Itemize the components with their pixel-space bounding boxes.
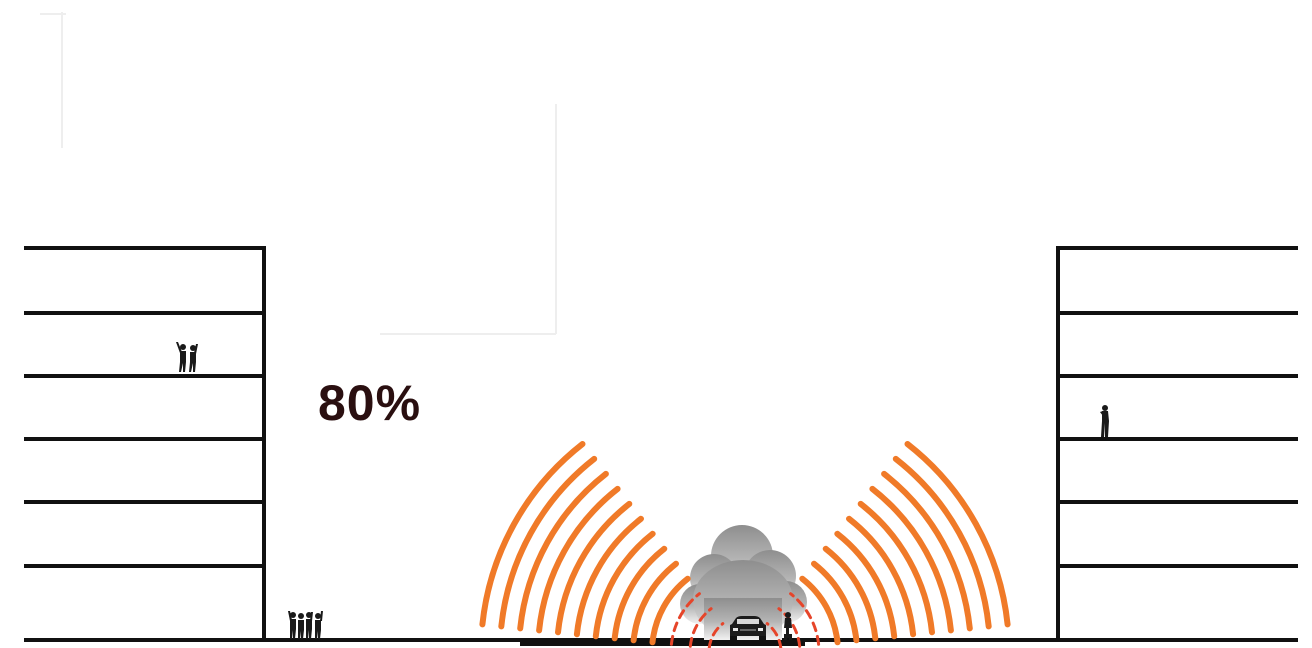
sound-wave-arc (517, 470, 609, 632)
ground-line (24, 638, 1298, 646)
sound-wave-arc (649, 575, 691, 646)
sound-wave-arc (869, 485, 954, 634)
sound-wave-arc (536, 485, 621, 634)
sound-waves-icon (765, 441, 1011, 648)
people-group-icon (288, 611, 323, 639)
sound-wave-arc (811, 560, 860, 644)
sound-wave-arc (777, 607, 802, 648)
sound-wave-arc (822, 545, 879, 642)
person-icon (1100, 405, 1109, 437)
sound-wave-arc (881, 470, 973, 632)
sound-wave-arc (799, 575, 841, 646)
sound-wave-arc (688, 607, 713, 648)
left-building (24, 246, 266, 642)
sound-wave-arc (789, 592, 821, 646)
people-group-icon (176, 342, 198, 372)
sound-wave-arc (669, 592, 701, 646)
smoke-cloud-icon (680, 525, 807, 640)
sound-waves-icon (479, 441, 725, 648)
sound-wave-arc (834, 530, 898, 640)
sound-wave-arc (765, 622, 783, 648)
car-icon (730, 616, 766, 641)
sound-wave-arc (555, 500, 633, 636)
cyclist-icon (784, 612, 792, 640)
sound-wave-arc (857, 500, 935, 636)
sound-wave-arc (479, 441, 586, 628)
sound-wave-arc (904, 441, 1011, 628)
sound-wave-arc (892, 455, 992, 630)
sound-wave-arc (573, 515, 644, 638)
faint-structure (40, 12, 557, 335)
sound-wave-arc (630, 560, 679, 644)
percentage-label: 80% (318, 375, 422, 431)
sound-wave-arc (592, 530, 656, 640)
sound-wave-arc (498, 455, 598, 630)
sound-wave-arc (611, 545, 668, 642)
sound-wave-arc (707, 622, 725, 648)
right-building (1056, 246, 1298, 642)
sound-wave-arc (846, 515, 917, 638)
